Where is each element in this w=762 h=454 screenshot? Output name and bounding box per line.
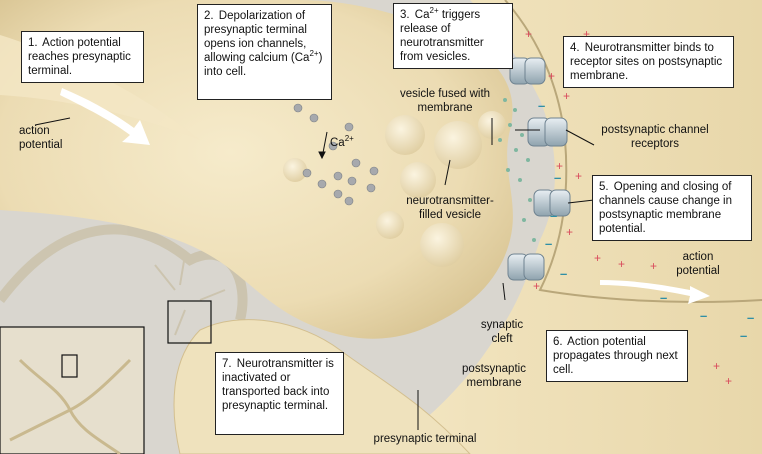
vesicle (434, 121, 482, 169)
step-1-callout: 1. Action potential reaches presynaptic … (21, 31, 144, 83)
svg-text:–: – (660, 290, 667, 305)
svg-text:+: + (575, 169, 582, 183)
receptor (533, 189, 571, 217)
step-number: 1. (28, 37, 38, 49)
calcium-label-base: Ca (330, 137, 345, 149)
action-potential-arrow-left (60, 88, 150, 145)
step-number: 3. (400, 9, 410, 21)
calcium-ions (293, 103, 379, 206)
step-text-sup: 2+ (429, 6, 439, 16)
svg-text:–: – (554, 170, 561, 185)
postsynaptic-receptors-label: postsynaptic channel receptors (601, 124, 709, 150)
svg-text:+: + (594, 251, 601, 265)
svg-text:–: – (545, 236, 552, 251)
step-4-callout: 4. Neurotransmitter binds to receptor si… (563, 36, 734, 88)
svg-text:+: + (556, 159, 563, 173)
zoom-box-small (167, 300, 212, 344)
svg-text:–: – (700, 308, 707, 323)
inset-neuron (9, 358, 132, 454)
step-text: Ca (414, 9, 430, 21)
step-number: 4. (570, 42, 580, 54)
svg-text:+: + (525, 27, 532, 41)
receptor (507, 253, 545, 281)
step-3-callout: 3. Ca2+ triggers release of neurotransmi… (393, 3, 513, 69)
vesicle-fused-label: vesicle fused with membrane (399, 88, 491, 114)
svg-text:+: + (583, 27, 590, 41)
step-text-sup: 2+ (309, 49, 319, 59)
postsynaptic-membrane-line (504, 0, 762, 303)
zoom-box-inset (61, 354, 78, 378)
receptor (509, 57, 546, 85)
action-potential-label-right: action potential (676, 251, 720, 277)
step-text: Depolarization of presynaptic terminal o… (204, 10, 310, 64)
step-text: Opening and closing of channels cause ch… (599, 181, 732, 235)
step-7-callout: 7. Neurotransmitter is inactivated or tr… (215, 352, 344, 435)
step-text: triggers release of neurotransmitter fro… (400, 9, 484, 63)
leader-lines (34, 117, 595, 430)
synaptic-cleft-label: synaptic cleft (480, 319, 524, 345)
calcium-label: Ca2+ (330, 134, 370, 150)
svg-text:+: + (566, 225, 573, 239)
vesicle (385, 115, 425, 155)
svg-text:–: – (740, 328, 747, 343)
presynaptic-terminal-shape (0, 0, 513, 339)
step-6-callout: 6. Action potential propagates through n… (546, 330, 688, 382)
vesicle (400, 162, 436, 198)
step-number: 5. (599, 181, 609, 193)
receptor (527, 117, 568, 147)
svg-text:–: – (747, 310, 754, 325)
neurotransmitter-particles (498, 98, 536, 242)
svg-text:+: + (563, 89, 570, 103)
svg-text:–: – (538, 98, 545, 113)
calcium-label-sup: 2+ (344, 134, 354, 144)
step-number: 7. (222, 358, 232, 370)
presynaptic-terminal-label: presynaptic terminal (373, 433, 477, 445)
positive-charges: + + + + + + + + + + + + + (525, 27, 732, 388)
nt-vesicle-label: neurotransmitter-filled vesicle (406, 195, 494, 221)
step-text: Action potential reaches presynaptic ter… (28, 37, 131, 77)
svg-text:+: + (533, 279, 540, 293)
step-number: 2. (204, 10, 214, 22)
svg-text:+: + (618, 257, 625, 271)
negative-charges: ––– ––– ––– (538, 98, 754, 343)
step-text: Action potential propagates through next… (553, 336, 678, 376)
vesicle (420, 223, 464, 267)
step-text: Neurotransmitter is inactivated or trans… (222, 358, 334, 412)
step-2-callout: 2. Depolarization of presynaptic termina… (197, 4, 332, 100)
svg-text:+: + (713, 359, 720, 373)
step-text: Neurotransmitter binds to receptor sites… (570, 42, 723, 82)
svg-text:+: + (725, 374, 732, 388)
step-5-callout: 5. Opening and closing of channels cause… (592, 175, 752, 241)
action-potential-arrow-right (600, 280, 710, 304)
postsynaptic-membrane-label: postsynaptic membrane (462, 363, 526, 389)
svg-text:+: + (548, 69, 555, 83)
action-potential-label-left: action potential (19, 125, 63, 151)
vesicle (283, 158, 307, 182)
step-number: 6. (553, 336, 563, 348)
step-text: ) into cell. (204, 52, 323, 78)
vesicle (376, 211, 404, 239)
svg-text:–: – (550, 208, 557, 223)
svg-text:–: – (560, 266, 567, 281)
svg-text:+: + (650, 259, 657, 273)
